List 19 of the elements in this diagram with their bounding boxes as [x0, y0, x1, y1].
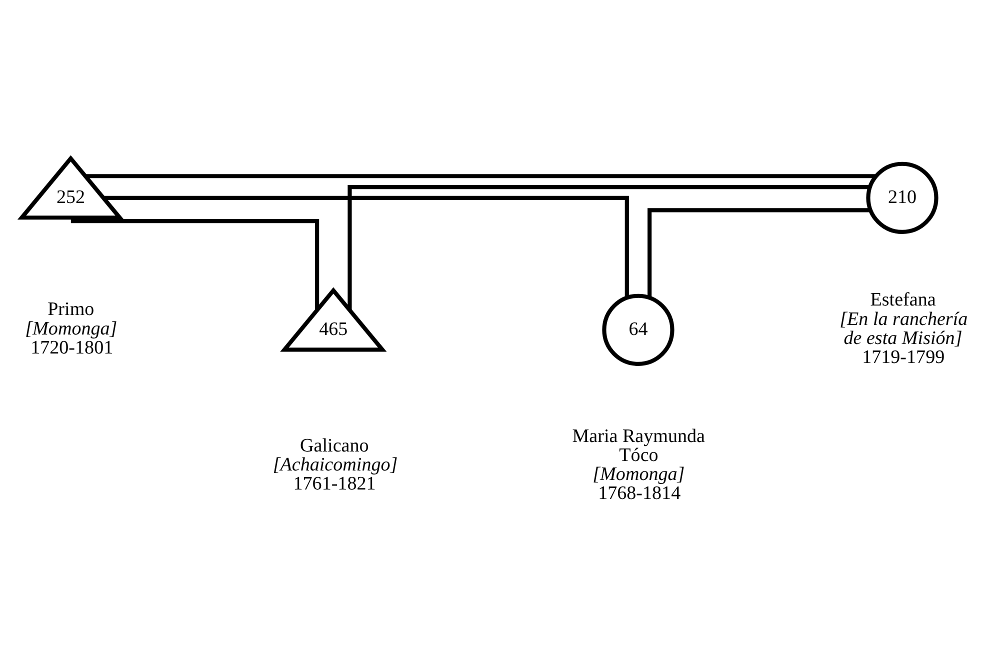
node-label: [Momonga]	[25, 318, 118, 340]
node-label: Primo	[48, 299, 94, 320]
node-label: [Momonga]	[592, 464, 685, 485]
node-label: 1720-1801	[30, 337, 114, 358]
node-label: [Achaicomingo]	[272, 454, 398, 476]
connector	[86, 174, 876, 178]
connector	[103, 196, 629, 298]
node-label: Estefana	[870, 290, 936, 311]
node-label: [En la ranchería de esta Misión]	[840, 308, 968, 349]
node-label: 1761-1821	[293, 473, 376, 494]
connector	[70, 219, 320, 310]
connector	[648, 208, 870, 298]
node-label: Maria Raymunda Tóco	[572, 426, 705, 466]
connector	[348, 184, 870, 310]
node-label: Galicano	[300, 435, 369, 456]
node-label: 1719-1799	[862, 346, 945, 368]
node-circle: 64	[602, 294, 674, 366]
node-label: 1768-1814	[598, 482, 681, 504]
node-circle: 210	[866, 162, 938, 234]
